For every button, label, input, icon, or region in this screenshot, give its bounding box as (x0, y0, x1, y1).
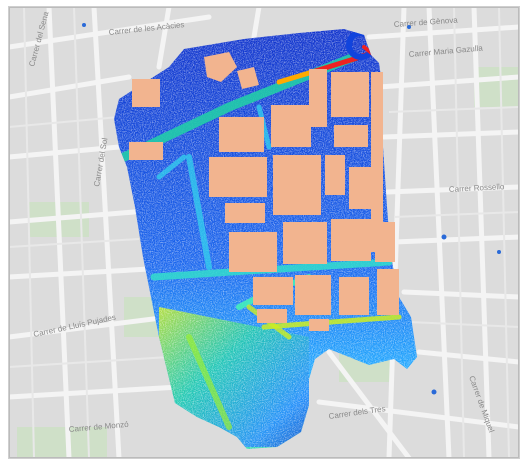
road-minor (9, 7, 519, 458)
road-network (9, 7, 519, 458)
building-blocks (129, 52, 399, 331)
street-label: Carrer Rossello (449, 182, 506, 194)
map-pin-icon[interactable] (82, 23, 501, 395)
map-canvas[interactable]: Carrer de les Acàcies Carrer de Gènova C… (9, 7, 519, 458)
map-view[interactable]: Carrer de les Acàcies Carrer de Gènova C… (8, 6, 520, 459)
